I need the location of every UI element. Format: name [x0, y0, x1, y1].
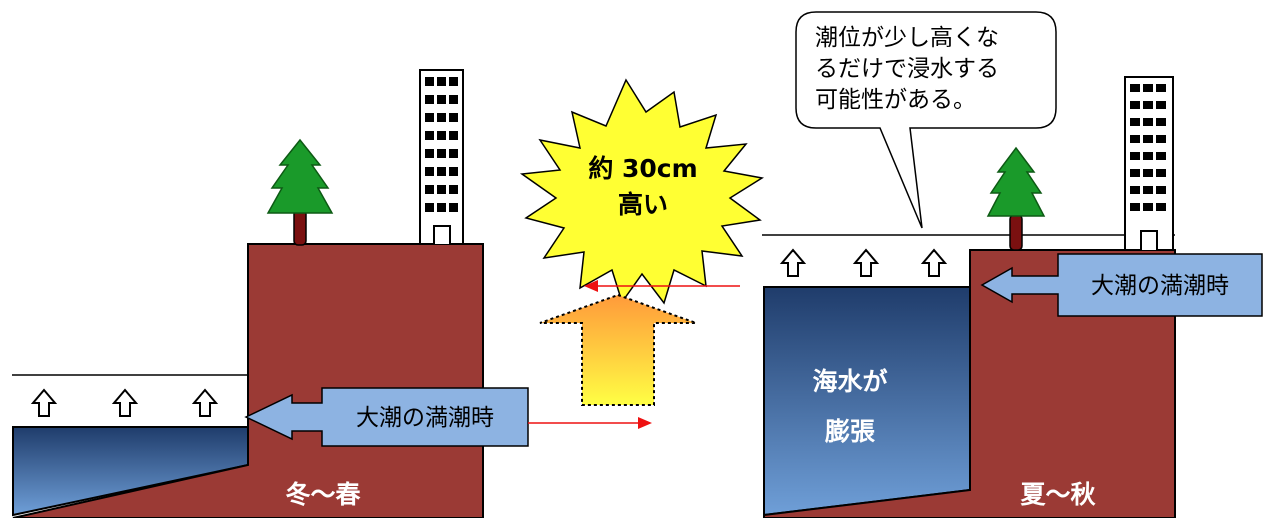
summer-tide-callout-label: 大潮の満潮時	[1091, 273, 1229, 299]
starburst-badge	[519, 78, 765, 305]
burst-line1: 約 30cm	[588, 154, 697, 183]
tree-icon	[266, 138, 334, 246]
winter-tide-callout-label: 大潮の満潮時	[356, 405, 494, 431]
rise-arrow-icon	[854, 249, 878, 277]
rise-arrow-icon	[113, 389, 137, 417]
rise-arrow-icon	[193, 389, 217, 417]
summer-season-label: 夏〜秋	[1020, 480, 1096, 509]
rise-arrow-icon	[781, 249, 805, 277]
winter-season-label: 冬〜春	[285, 480, 360, 509]
rise-arrow-icon	[32, 389, 56, 417]
red-arrow-left-icon	[584, 280, 740, 292]
red-arrow-right-icon	[528, 417, 652, 429]
burst-line2: 高い	[618, 190, 668, 219]
building-icon	[1124, 76, 1174, 251]
speech-line2: るだけで浸水する	[815, 56, 999, 82]
summer-tide-callout: 大潮の満潮時	[980, 253, 1263, 317]
winter-scene: 大潮の満潮時 冬〜春	[12, 69, 529, 518]
winter-tide-callout: 大潮の満潮時	[244, 387, 529, 447]
summer-scene: 大潮の満潮時 海水が 膨張 夏〜秋 潮位が少し高くな るだけで浸水する 可能性が…	[762, 11, 1263, 518]
speech-line1: 潮位が少し高くな	[815, 25, 999, 51]
rise-arrow-icon	[922, 249, 946, 277]
tree-icon	[986, 146, 1046, 251]
building-icon	[419, 69, 464, 245]
comparison-middle: 約 30cm 高い	[519, 78, 765, 429]
water-label-line1: 海水が	[812, 367, 887, 396]
speech-bubble: 潮位が少し高くな るだけで浸水する 可能性がある。	[795, 11, 1057, 229]
summer-ground	[763, 249, 1176, 518]
water-label-line2: 膨張	[825, 417, 876, 446]
big-rise-arrow-icon	[539, 293, 697, 406]
summer-seawater	[763, 286, 971, 517]
speech-line3: 可能性がある。	[815, 87, 976, 113]
